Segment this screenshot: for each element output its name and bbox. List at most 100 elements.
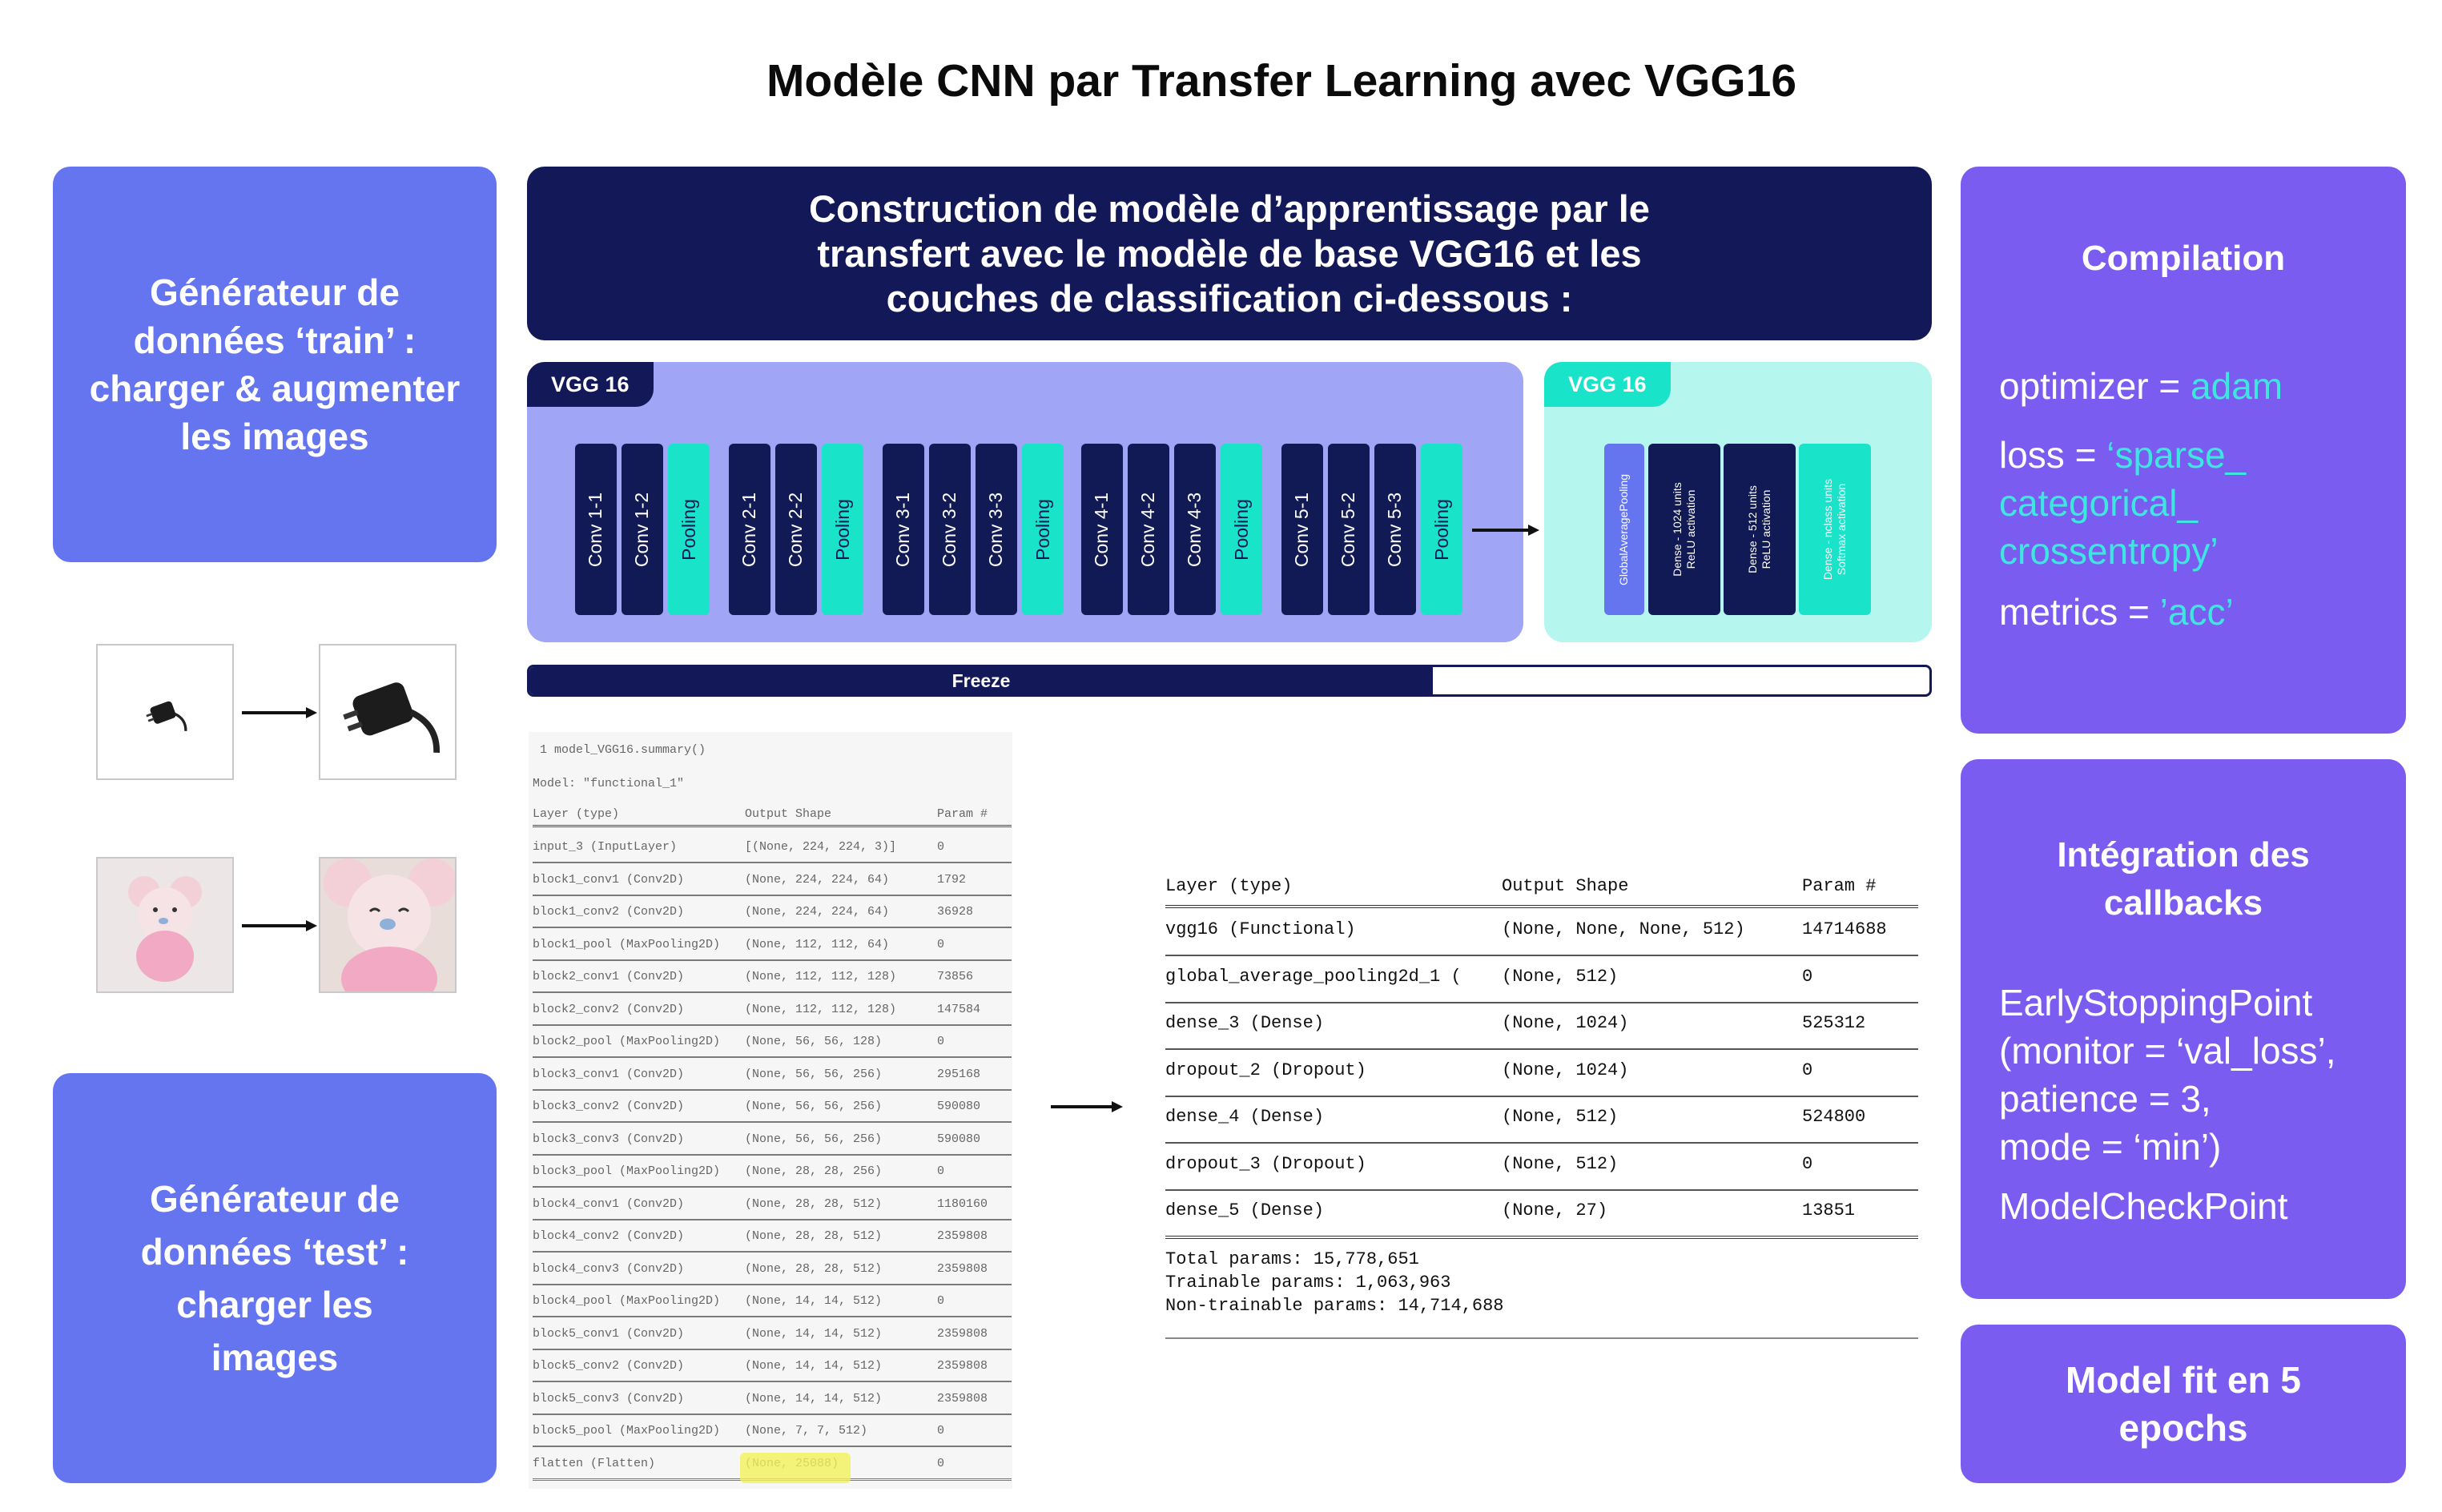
arrow-right-icon xyxy=(1051,1101,1123,1112)
construction-text: Construction de modèle d’apprentissage p… xyxy=(809,187,1650,320)
summary-header-layer: Layer (type) xyxy=(533,807,620,821)
summary-cell-shape: (None, 224, 224, 64) xyxy=(745,872,890,887)
summary-right-row: dense_5 (Dense)(None, 27)13851 xyxy=(1165,1189,1918,1239)
summary-cell-layer: block1_pool (MaxPooling2D) xyxy=(533,937,721,951)
summary-cell-layer: block4_conv1 (Conv2D) xyxy=(533,1196,685,1211)
summary-right-cell-param: 0 xyxy=(1802,966,1813,987)
summary-row: block3_conv1 (Conv2D)(None, 56, 56, 256)… xyxy=(533,1057,1012,1091)
summary-cell-layer: block4_pool (MaxPooling2D) xyxy=(533,1294,721,1308)
total-params: Total params: 15,778,651 xyxy=(1165,1249,1419,1269)
summary-right-row: dense_3 (Dense)(None, 1024)525312 xyxy=(1165,1002,1918,1050)
summary-right-row: dropout_3 (Dropout) (None, 512) 0 xyxy=(1165,1143,1918,1191)
summary-cell-param: 590080 xyxy=(937,1100,981,1113)
summary-cell-shape: (None, 56, 56, 256) xyxy=(745,1132,883,1146)
summary-cell-layer: block4_conv2 (Conv2D) xyxy=(533,1229,685,1243)
model-summary-left: 1 model_VGG16.summary() Model: "function… xyxy=(529,732,1012,1489)
summary-right-cell-param: 0 xyxy=(1802,1060,1813,1080)
summary-right-cell-layer: dropout_3 (Dropout) xyxy=(1165,1153,1366,1174)
conv-layer: Conv 3-3 xyxy=(976,444,1017,615)
summary-row: block4_pool (MaxPooling2D)(None, 14, 14,… xyxy=(533,1284,1012,1317)
summary-command: 1 model_VGG16.summary() xyxy=(540,743,706,757)
layer-label: Conv 5-1 xyxy=(1291,492,1313,567)
summary-cell-param: 1180160 xyxy=(937,1196,988,1211)
layer-label: Pooling xyxy=(1230,498,1252,561)
summary-cell-shape: (None, 224, 224, 64) xyxy=(745,905,890,919)
summary-cell-layer: block5_conv3 (Conv2D) xyxy=(533,1391,685,1405)
arrow-right-icon xyxy=(242,707,317,718)
page-title: Modèle CNN par Transfer Learning avec VG… xyxy=(766,55,1797,107)
summary-cell-layer: flatten (Flatten) xyxy=(533,1456,656,1470)
conv-layer: Conv 2-2 xyxy=(775,444,817,615)
callbacks-title: Intégration des callbacks xyxy=(2057,835,2310,923)
conv-layer: Conv 5-2 xyxy=(1328,444,1370,615)
summary-right-row: vgg16 (Functional) (None, None, None, 512… xyxy=(1165,908,1918,956)
summary-row: block1_pool (MaxPooling2D)(None, 112, 11… xyxy=(533,927,1012,961)
plush-image-zoomed xyxy=(319,857,457,1011)
summary-row: block1_conv2 (Conv2D)(None, 224, 224, 64… xyxy=(533,895,1012,928)
summary-cell-shape: (None, 14, 14, 512) xyxy=(745,1326,883,1341)
summary-cell-param: 0 xyxy=(937,1294,945,1308)
conv-layer: Conv 1-1 xyxy=(575,444,617,615)
loss-value-2: categorical_ xyxy=(1999,482,2199,524)
classification-head-tab: VGG 16 xyxy=(1544,362,1671,407)
summary-right-cell-shape: (None, None, None, 512) xyxy=(1502,919,1745,939)
summary-right-cell-shape: (None, 512) xyxy=(1502,1153,1619,1174)
global-average-pooling-layer: GlobalAveragePooling xyxy=(1604,444,1644,615)
summary-cell-param: 2359808 xyxy=(937,1359,988,1373)
summary-cell-param: 2359808 xyxy=(937,1326,988,1341)
summary-cell-shape: (None, 14, 14, 512) xyxy=(745,1391,883,1405)
compilation-panel: Compilation optimizer = adam loss = ‘spa… xyxy=(1961,167,2406,734)
loss-label: loss = xyxy=(1999,434,2107,476)
conv-layer: Conv 5-3 xyxy=(1374,444,1416,615)
arrow-right-icon xyxy=(242,920,317,931)
summary-row: block5_conv3 (Conv2D) (None, 14, 14, 512)… xyxy=(533,1381,1012,1415)
summary-row: block3_conv2 (Conv2D)(None, 56, 56, 256)… xyxy=(533,1089,1012,1123)
dense-softmax-layer: Dense - nclass units Softmax activation xyxy=(1799,444,1871,615)
callbacks-list: EarlyStoppingPoint (monitor = ‘val_loss’… xyxy=(1999,979,2336,1230)
summary-cell-shape: [(None, 224, 224, 3)] xyxy=(745,840,897,854)
summary-cell-param: 0 xyxy=(937,840,945,854)
summary-cell-layer: block2_conv2 (Conv2D) xyxy=(533,1002,685,1016)
summary-cell-layer: block3_pool (MaxPooling2D) xyxy=(533,1164,721,1178)
callback-patience: patience = 3, xyxy=(1999,1078,2211,1120)
summary-right-cell-param: 524800 xyxy=(1802,1107,1866,1127)
summary-cell-shape: (None, 28, 28, 256) xyxy=(745,1164,883,1178)
layer-label: Conv 4-1 xyxy=(1091,492,1112,567)
summary-cell-param: 0 xyxy=(937,1456,945,1470)
compilation-loss: loss = ‘sparse_ categorical_ crossentrop… xyxy=(1999,431,2246,575)
conv-layer: Conv 4-1 xyxy=(1081,444,1123,615)
summary-cell-layer: block1_conv1 (Conv2D) xyxy=(533,872,685,887)
summary-right-cell-shape: (None, 1024) xyxy=(1502,1060,1629,1080)
summary-cell-layer: block3_conv3 (Conv2D) xyxy=(533,1132,685,1146)
summary-row: block3_conv3 (Conv2D) (None, 56, 56, 256)… xyxy=(533,1122,1012,1156)
layer-label: Conv 3-3 xyxy=(985,492,1007,567)
layer-label: Conv 3-2 xyxy=(939,492,960,567)
summary-right-header-shape: Output Shape xyxy=(1502,876,1629,896)
summary-right-cell-param: 0 xyxy=(1802,1153,1813,1174)
layer-label: Conv 2-1 xyxy=(738,492,760,567)
summary-row: block2_pool (MaxPooling2D)(None, 56, 56,… xyxy=(533,1024,1012,1058)
summary-cell-param: 2359808 xyxy=(937,1229,988,1243)
callback-monitor: (monitor = ‘val_loss’, xyxy=(1999,1030,2336,1072)
summary-cell-shape: (None, 28, 28, 512) xyxy=(745,1261,883,1276)
train-generator-panel: Générateur de données ‘train’ : charger … xyxy=(53,167,497,562)
summary-bottom-line xyxy=(1165,1337,1918,1339)
summary-cell-shape: (None, 14, 14, 512) xyxy=(745,1359,883,1373)
summary-cell-param: 0 xyxy=(937,1424,945,1438)
summary-right-cell-layer: vgg16 (Functional) xyxy=(1165,919,1356,939)
summary-cell-layer: block5_pool (MaxPooling2D) xyxy=(533,1424,721,1438)
summary-cell-shape: (None, 112, 112, 128) xyxy=(745,1002,897,1016)
summary-right-row: global_average_pooling2d_1 ((None, 512)0 xyxy=(1165,955,1918,1003)
summary-row: block5_pool (MaxPooling2D)(None, 7, 7, 5… xyxy=(533,1413,1012,1447)
freeze-bar: Freeze xyxy=(527,665,1932,697)
head-layer-label: GlobalAveragePooling xyxy=(1617,473,1631,585)
construction-header: Construction de modèle d’apprentissage p… xyxy=(527,167,1932,340)
test-generator-text: Générateur de données ‘test’ : charger l… xyxy=(140,1178,409,1378)
summary-cell-param: 0 xyxy=(937,1164,945,1178)
summary-cell-param: 0 xyxy=(937,1035,945,1048)
summary-cell-param: 73856 xyxy=(937,970,974,983)
summary-header-shape: Output Shape xyxy=(745,807,832,821)
summary-cell-param: 1792 xyxy=(937,872,967,887)
conv-layer: Conv 4-2 xyxy=(1128,444,1169,615)
conv-layer: Conv 3-2 xyxy=(929,444,971,615)
